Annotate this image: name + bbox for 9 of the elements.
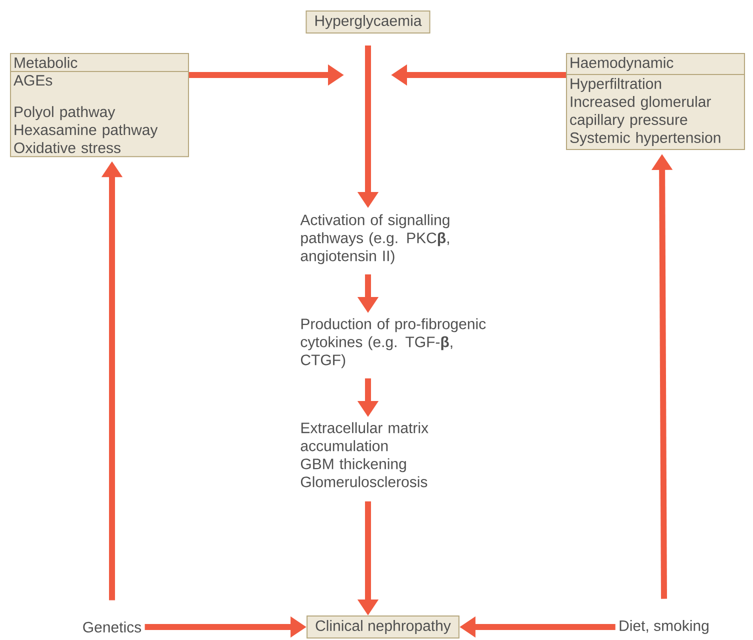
step-text: Activation of signalling pathways (e.g. PKCβ, angiotensin II) [300,214,450,264]
label-box: Clinical nephropathy [306,616,460,638]
factor-text: Diet, smoking [620,620,708,634]
list-box: Metabolic AGEs Polyol pathway Hexasamine pathway Oxidative stress [10,53,189,158]
factor-text: Genetics [83,621,142,632]
step-text: Production of pro-fibrogenic cytokines (e.g. TGF-β, CTGF) [300,318,486,368]
step-text: Extracellular matrix accumulation GBM thickening Glomerulosclerosis [300,422,428,488]
label-box: Hyperglycaemia [306,10,430,34]
list-box: Haemodynamic Hyperfiltration Increased glomerular capillary pressure Systemic hypertension [566,53,745,150]
